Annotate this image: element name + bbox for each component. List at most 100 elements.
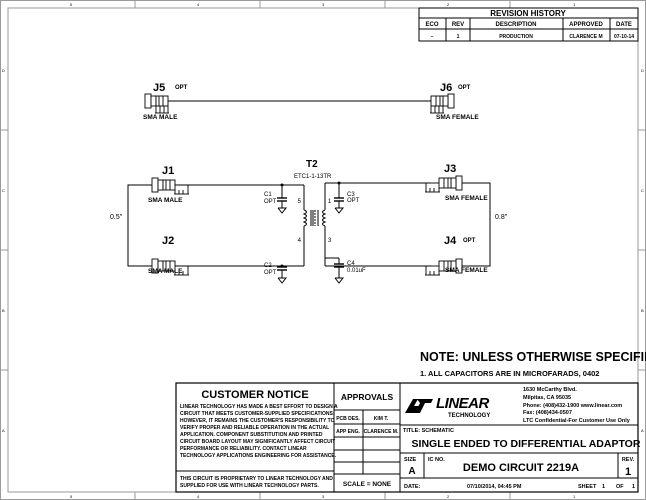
col-label: 4 (197, 494, 200, 499)
ic-label: IC NO. (428, 457, 445, 463)
sheet-value: 1 (602, 484, 605, 490)
notes-title: NOTE: UNLESS OTHERWISE SPECIFIED (420, 350, 646, 364)
c2-value: OPT (264, 270, 277, 276)
notice-line: PERFORMANCE OR RELIABILITY. CONTACT LINE… (180, 446, 307, 452)
size-value: A (408, 466, 415, 477)
rev-cell-description: PRODUCTION (499, 34, 533, 40)
approval-name: CLARENCE M. (364, 429, 399, 435)
rev-header-approved: APPROVED (569, 22, 603, 28)
notice-line: CIRCUIT THAT MEETS CUSTOMER-SUPPLIED SPE… (180, 411, 335, 417)
col-label: 1 (573, 494, 576, 499)
ground-icon (277, 207, 345, 284)
sma-connector-icon-j2 (151, 258, 189, 276)
c1-ref: C1 (264, 192, 272, 198)
notice-line: HOWEVER, IT REMAINS THE CUSTOMER'S RESPO… (180, 418, 335, 424)
j4-type: SMA FEMALE (445, 267, 488, 274)
c1-value: OPT (264, 199, 277, 205)
j4-opt: OPT (463, 238, 476, 244)
address-line: 1630 McCarthy Blvd. (523, 387, 577, 393)
sma-connector-icon-j1 (151, 177, 189, 195)
j2-type: SMA MALE (148, 268, 183, 275)
sma-connector-icon-j6 (430, 93, 455, 114)
address-line: Phone: (408)432-1900 www.linear.com (523, 403, 622, 409)
col-label: 4 (197, 2, 200, 7)
col-label: 1 (573, 2, 576, 7)
notice-line: CIRCUIT BOARD LAYOUT MAY SIGNIFICANTLY A… (180, 439, 335, 445)
revision-history-title: REVISION HISTORY (490, 9, 566, 18)
col-label: 3 (322, 494, 325, 499)
approvals-title: APPROVALS (341, 392, 394, 402)
t2-pin-3: 3 (328, 238, 332, 244)
notice-line: LINEAR TECHNOLOGY HAS MADE A BEST EFFORT… (180, 404, 338, 410)
address-line: LTC Confidential-For Customer Use Only (523, 418, 631, 424)
approval-role: APP ENG. (336, 429, 360, 435)
logo-text: LINEAR (436, 395, 490, 412)
notice-line: VERIFY PROPER AND RELIABLE OPERATION IN … (180, 425, 329, 431)
drawing-title: SINGLE ENDED TO DIFFERENTIAL ADAPTOR (412, 438, 641, 450)
proprietary-line: THIS CIRCUIT IS PROPRIETARY TO LINEAR TE… (180, 476, 333, 482)
t2-part: ETC1-1-13TR (294, 174, 332, 180)
col-label: 5 (70, 494, 73, 499)
transformer-t2 (302, 209, 327, 227)
sma-connector-icon-j4 (425, 258, 463, 276)
schematic-wires (127, 100, 491, 278)
j2-ref: J2 (162, 235, 174, 247)
rev-value: 1 (625, 466, 631, 478)
row-label: C (641, 188, 644, 193)
rev-cell-rev: 1 (457, 34, 460, 40)
address-line: Milpitas, CA 95035 (523, 395, 571, 401)
t2-ref: T2 (306, 159, 318, 170)
notes-item: 1. ALL CAPACITORS ARE IN MICROFARADS, 04… (420, 369, 599, 378)
scale-note: SCALE = NONE (343, 481, 392, 488)
approval-role: PCB DES. (336, 416, 360, 422)
linear-logo-icon: LINEAR TECHNOLOGY (405, 395, 490, 419)
revision-history-table: REVISION HISTORY ECO REV DESCRIPTION APP… (418, 7, 639, 42)
customer-notice-body: LINEAR TECHNOLOGY HAS MADE A BEST EFFORT… (180, 404, 338, 489)
c3-value: OPT (347, 198, 360, 204)
rev-header-eco: ECO (425, 22, 438, 28)
col-label: 5 (70, 2, 73, 7)
rev-cell-approved: CLARENCE M (569, 34, 602, 40)
rev-label: REV. (622, 457, 635, 463)
j6-type: SMA FEMALE (436, 114, 479, 121)
j4-ref: J4 (444, 235, 457, 247)
capacitor-plates (277, 197, 344, 271)
of-value: 1 (632, 484, 635, 490)
rev-cell-eco: – (431, 34, 434, 40)
j5-type: SMA MALE (143, 114, 178, 121)
row-label: B (641, 308, 644, 313)
length-right: 0.8" (495, 214, 508, 221)
row-label: B (2, 308, 5, 313)
j5-opt: OPT (175, 85, 188, 91)
rev-header-description: DESCRIPTION (495, 22, 536, 28)
j1-type: SMA MALE (148, 197, 183, 204)
date-label: DATE: (404, 484, 421, 490)
proprietary-line: SUPPLIED FOR USE WITH LINEAR TECHNOLOGY … (180, 483, 319, 489)
j3-type: SMA FEMALE (445, 195, 488, 202)
approval-name: KIM T. (374, 416, 389, 422)
j6-ref: J6 (440, 82, 452, 94)
col-label: 2 (447, 2, 450, 7)
customer-notice-title: CUSTOMER NOTICE (201, 389, 308, 401)
size-label: SIZE (404, 457, 417, 463)
t2-pin-1: 1 (328, 199, 332, 205)
row-label: A (2, 428, 5, 433)
date-value: 07/10/2014, 04:45 PM (467, 484, 522, 490)
title-label: TITLE: SCHEMATIC (403, 428, 454, 434)
title-block-frame (175, 382, 639, 493)
col-label: 2 (447, 494, 450, 499)
c4-value: 0.01uF (347, 268, 366, 274)
t2-pin-4: 4 (298, 238, 302, 244)
rev-cell-date: 07-10-14 (614, 34, 634, 40)
j1-ref: J1 (162, 165, 174, 177)
sma-connector-icon-j3 (425, 175, 463, 193)
row-label: D (2, 68, 5, 73)
notice-line: TECHNOLOGY APPLICATIONS ENGINEERING FOR … (180, 453, 337, 459)
sma-connector-icon-j5 (144, 93, 169, 114)
c2-ref: C2 (264, 263, 272, 269)
logo-subtext: TECHNOLOGY (448, 413, 490, 419)
j5-ref: J5 (153, 82, 165, 94)
row-label: C (2, 188, 5, 193)
